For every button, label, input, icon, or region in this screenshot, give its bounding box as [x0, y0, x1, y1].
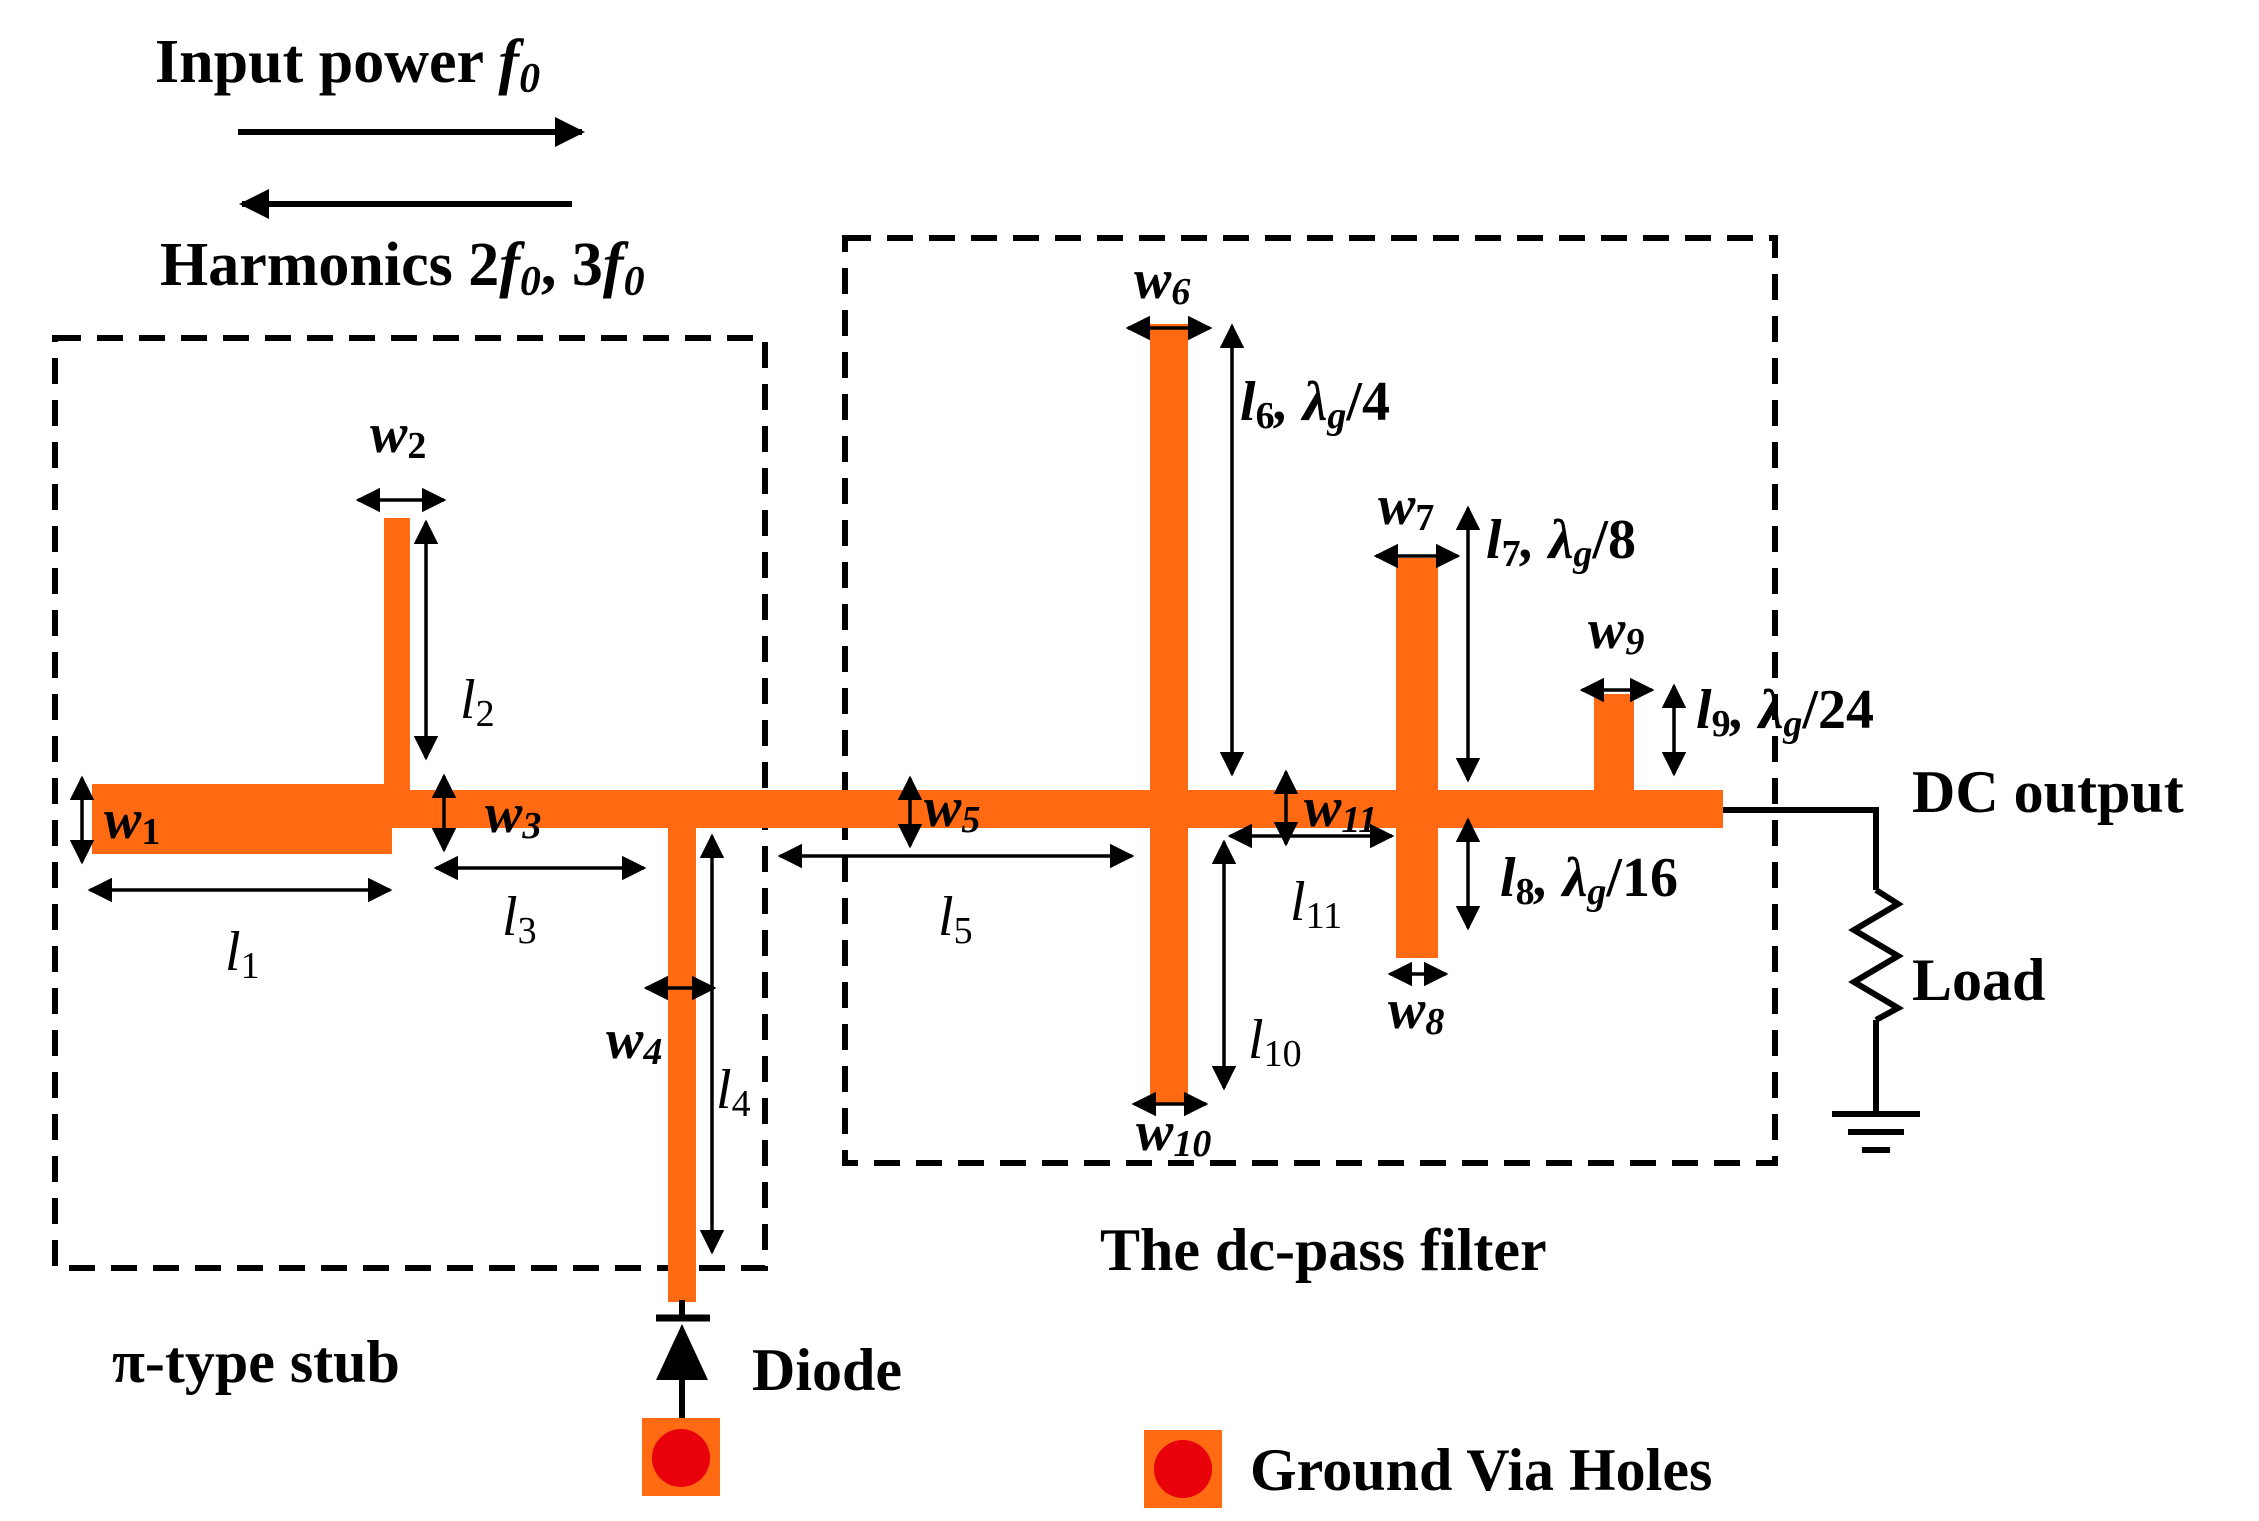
legend-label: Ground Via Holes: [1250, 1437, 1712, 1503]
trace-stub-w2-l2: [384, 518, 410, 792]
stub-section-box: [52, 335, 768, 1271]
dc-output-label: DC output: [1912, 759, 2184, 825]
legend-via-icon: [1144, 1430, 1222, 1508]
label-w11: w11: [1304, 777, 1377, 841]
trace-stub-w7-w8: [1396, 558, 1438, 958]
label-l8: l8, λg/16: [1500, 847, 1678, 913]
trace-main-line: [388, 790, 1723, 828]
harmonics-label: Harmonics 2f0, 3f0: [160, 231, 645, 305]
label-w4: w4: [606, 1009, 662, 1073]
diode-icon: [656, 1300, 710, 1422]
label-l3: l3: [502, 886, 537, 952]
label-w2: w2: [370, 403, 426, 467]
label-w1: w1: [104, 789, 160, 853]
load-circuit: [1723, 807, 1920, 1153]
load-resistor-icon: [1848, 887, 1905, 1023]
label-w6: w6: [1134, 249, 1190, 313]
label-l6: l6, λg/4: [1240, 371, 1390, 437]
label-w3: w3: [485, 783, 541, 847]
label-l9: l9, λg/24: [1696, 679, 1874, 745]
trace-w1-l1: [92, 784, 392, 854]
label-l11: l11: [1290, 871, 1342, 937]
dimension-arrows: [69, 315, 1687, 1255]
label-l1: l1: [225, 921, 260, 987]
stub-section-label: π-type stub: [112, 1329, 400, 1395]
label-l5: l5: [938, 886, 973, 952]
microstrip-traces: [92, 324, 1723, 1302]
label-l2: l2: [460, 669, 495, 735]
input-power-label: Input power f0: [155, 28, 540, 102]
diode-label: Diode: [752, 1337, 902, 1403]
label-l4: l4: [716, 1059, 751, 1125]
label-l10: l10: [1248, 1009, 1302, 1075]
label-w5: w5: [924, 777, 980, 841]
trace-stub-w9: [1594, 694, 1634, 794]
filter-section-label: The dc-pass filter: [1100, 1217, 1547, 1283]
dc-output-wire: [1723, 807, 1879, 890]
label-w7: w7: [1378, 475, 1434, 539]
label-w10: w10: [1136, 1101, 1211, 1165]
label-w8: w8: [1388, 979, 1444, 1043]
ground-via-hole-icon: [642, 1418, 720, 1496]
filter-section-box: [842, 235, 1778, 1166]
label-l7: l7, λg/8: [1486, 509, 1636, 575]
label-w9: w9: [1588, 599, 1644, 663]
trace-stub-w6-w10: [1150, 324, 1188, 1104]
load-label: Load: [1912, 947, 2045, 1013]
trace-stub-w4-l4: [668, 826, 696, 1302]
